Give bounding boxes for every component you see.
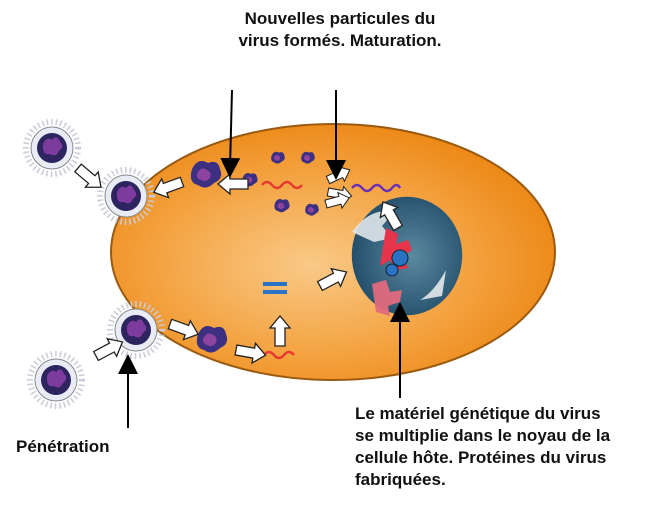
host-cell xyxy=(111,124,555,380)
protein-bar xyxy=(263,290,287,294)
protein-bar xyxy=(263,282,287,286)
virus-particle-approaching xyxy=(30,354,82,406)
virus-particle xyxy=(26,122,78,174)
